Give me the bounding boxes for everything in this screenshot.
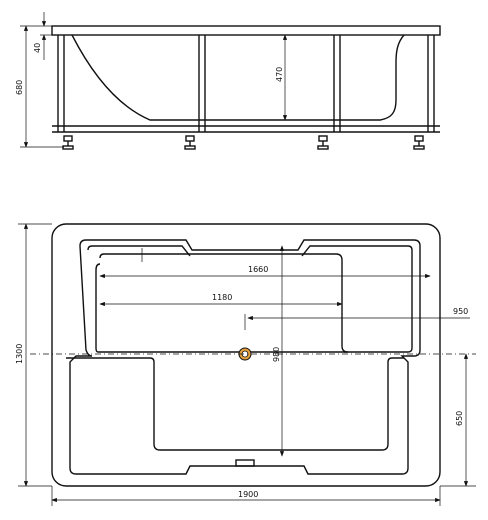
dim-total-length: 1900	[238, 490, 258, 499]
top-view-outer-rim	[51, 223, 441, 487]
side-view: 40 680 470	[15, 12, 441, 150]
dim-rim-height: 40	[33, 43, 42, 53]
side-view-legs	[62, 135, 425, 150]
overflow-fitting	[235, 459, 255, 467]
top-view-lower-basin	[66, 357, 404, 451]
side-view-tub-shell	[71, 34, 405, 121]
top-view-upper-basin	[95, 253, 349, 353]
top-view: 1660 1180 950 980 1300 650 1900	[15, 223, 476, 506]
dim-seat-length: 1180	[212, 293, 232, 302]
dim-depth: 470	[275, 67, 284, 82]
dim-half-width: 650	[455, 411, 464, 426]
dim-drain-offset: 950	[453, 307, 468, 316]
dim-total-width: 1300	[15, 344, 24, 364]
dim-inner-width: 980	[272, 347, 281, 362]
dim-inner-length: 1660	[248, 265, 268, 274]
dim-total-height: 680	[15, 80, 24, 95]
top-view-bath-contour	[69, 239, 421, 475]
side-view-rim	[51, 25, 441, 36]
